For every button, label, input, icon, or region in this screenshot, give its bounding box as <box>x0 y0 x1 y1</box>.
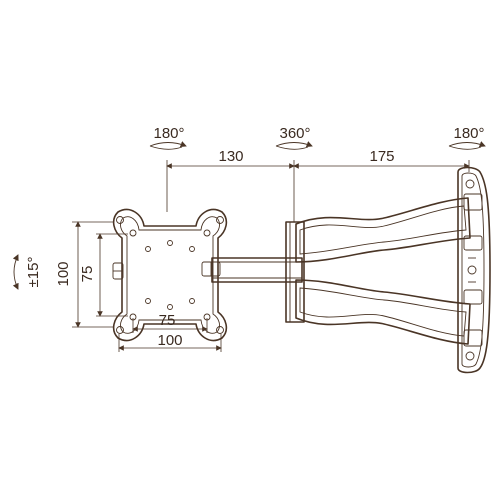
arm-dimension-lines <box>166 160 470 222</box>
rot-left-label: 180° <box>153 125 184 142</box>
rot-mid-label: 360° <box>279 125 310 142</box>
vesa-width-outer-label: 100 <box>157 332 182 349</box>
vesa-height-inner-label: 75 <box>79 266 96 283</box>
arm1-length-label: 130 <box>218 148 243 165</box>
vesa-width-inner-label: 75 <box>159 312 176 329</box>
vesa-height-dimensions <box>72 221 128 328</box>
scissor-arm-upper <box>295 197 471 263</box>
rotation-left-icon <box>149 141 187 150</box>
vesa-plate <box>112 208 228 342</box>
inner-arm <box>201 221 305 323</box>
scissor-arm-lower <box>295 279 471 345</box>
rotation-right-icon <box>448 141 486 150</box>
vesa-width-dimensions <box>118 318 222 352</box>
tilt-arrow-icon <box>12 254 19 290</box>
arm2-length-label: 175 <box>369 148 394 165</box>
rotation-mid-icon <box>275 141 313 150</box>
tilt-label: ±15° <box>25 257 42 288</box>
vesa-height-outer-label: 100 <box>55 261 72 286</box>
wall-bracket <box>457 166 491 374</box>
rot-right-label: 180° <box>453 125 484 142</box>
